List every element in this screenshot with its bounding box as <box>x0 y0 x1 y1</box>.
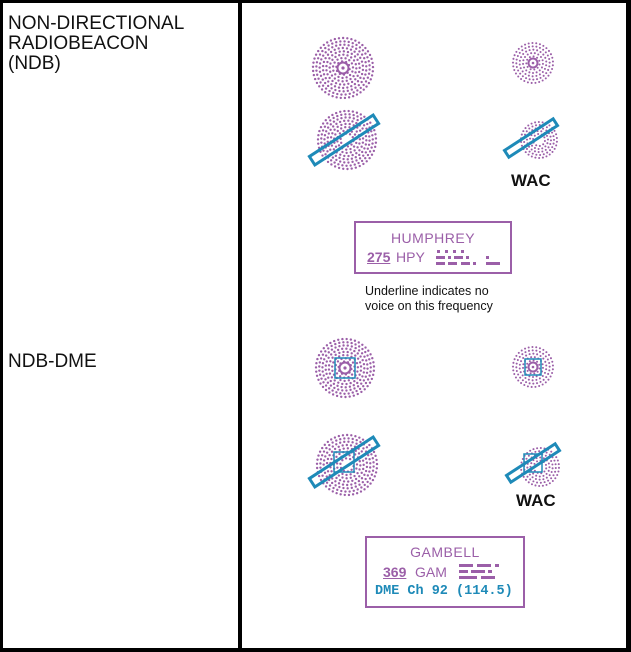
wac-label-dme: WAC <box>516 491 556 510</box>
ndb-dme-label-line-1: NDB-DME <box>8 351 97 372</box>
ndb-label-line-2: RADIOBEACON <box>8 33 149 54</box>
top-border <box>0 0 631 3</box>
ndb-name: HUMPHREY <box>390 230 476 246</box>
ndb-dme-identifier: GAM <box>415 564 447 580</box>
ndb-label-line-3: (NDB) <box>8 53 61 74</box>
ndb-symbol-wac <box>511 41 554 84</box>
ndb-dme-symbol-large <box>314 337 376 399</box>
underline-note-line-1: Underline indicates no <box>365 284 489 298</box>
ndb-dme-name: GAMBELL <box>410 544 480 560</box>
underline-note: Underline indicates no voice on this fre… <box>365 284 545 314</box>
left-border <box>0 0 3 652</box>
right-border <box>626 0 631 652</box>
ndb-dme-symbol-large-no-center <box>307 433 381 497</box>
ndb-dme-label: NDB-DME <box>8 352 97 372</box>
ndb-label: NON-DIRECTIONAL RADIOBEACON (NDB) <box>8 14 184 74</box>
underline-note-line-2: voice on this frequency <box>365 299 493 313</box>
ndb-dme-info-box: GAMBELL 369 GAM DME Ch 92 (114.5) <box>365 536 525 608</box>
ndb-dme-symbol-wac-no-center <box>504 441 562 487</box>
ndb-symbol-large <box>311 36 375 100</box>
ndb-dme-morse-code-icon <box>459 564 499 579</box>
wac-label: WAC <box>511 171 551 190</box>
ndb-dme-channel: DME Ch 92 (114.5) <box>375 584 513 599</box>
ndb-label-line-1: NON-DIRECTIONAL <box>8 13 185 34</box>
ndb-morse-code-icon <box>436 250 500 265</box>
ndb-symbol-large-no-center <box>307 109 381 171</box>
ndb-symbol-wac-no-center <box>502 116 560 160</box>
ndb-frequency: 275 <box>367 249 391 265</box>
ndb-identifier: HPY <box>396 249 425 265</box>
ndb-dme-symbol-wac <box>511 345 554 388</box>
bottom-border <box>0 648 631 652</box>
ndb-dme-frequency: 369 <box>383 564 407 580</box>
column-divider <box>238 0 242 652</box>
ndb-info-box: HUMPHREY 275 HPY <box>354 221 512 274</box>
